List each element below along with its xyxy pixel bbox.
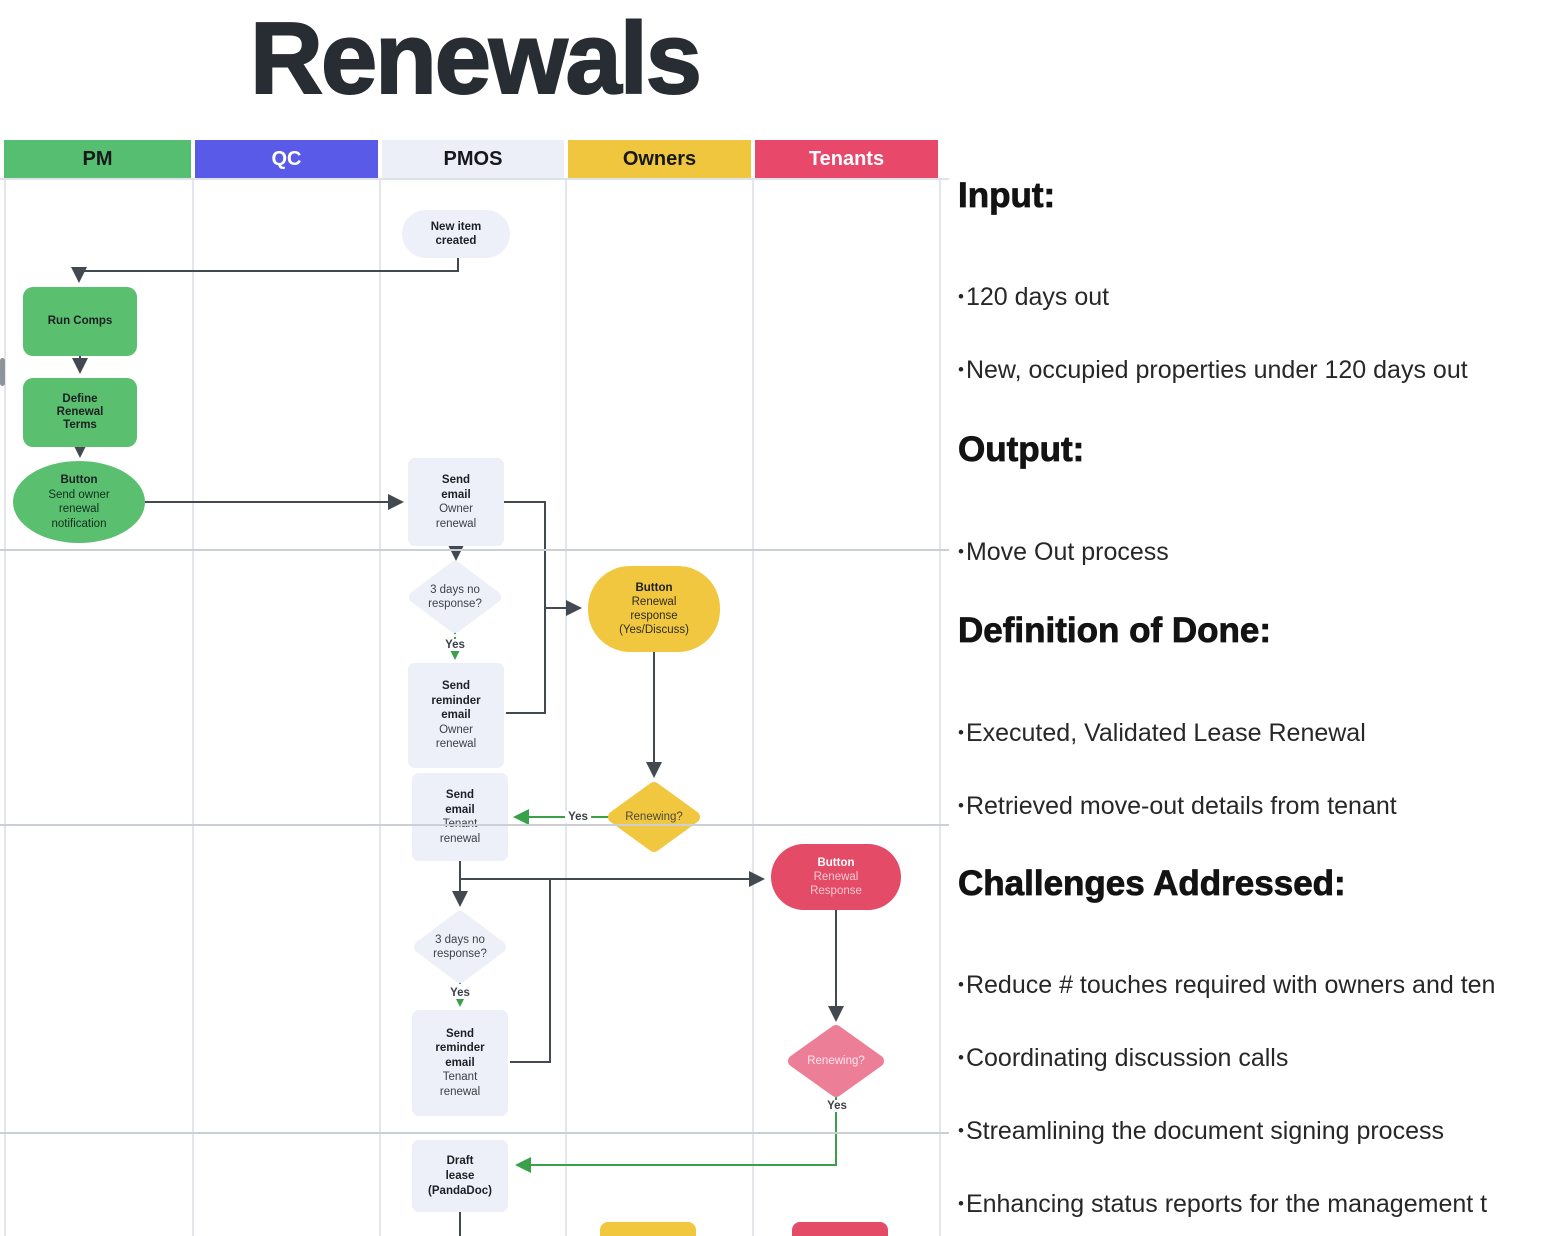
node-new-item-created[interactable]: New item created (402, 210, 510, 258)
lane-border (752, 178, 754, 1236)
connector (504, 501, 546, 714)
decision-label: 3 days no response? (428, 584, 482, 610)
edge-label-yes: Yes (824, 1100, 850, 1112)
lane-header-pmos[interactable]: PMOS (382, 140, 564, 178)
decision-no-response-tenant[interactable] (414, 911, 506, 983)
connector-yes (515, 1094, 837, 1173)
edge-label-yes: Yes (442, 639, 468, 651)
node-button-renewal-response-owner[interactable]: Button Renewal response (Yes/Discuss) (588, 566, 720, 652)
decision-label: 3 days no response? (433, 934, 487, 960)
lane-border (192, 178, 194, 1236)
connector (71, 258, 459, 283)
scrollbar-thumb[interactable] (0, 358, 5, 386)
edge-label-yes: Yes (565, 811, 591, 823)
decision-renewing-tenant[interactable] (788, 1025, 884, 1097)
node-send-reminder-email-owner-renewal[interactable]: Send reminder email Owner renewal (408, 663, 504, 768)
node-pandadoc-tenant[interactable]: PandaDoc (792, 1222, 888, 1236)
lane-header-pm[interactable]: PM (4, 140, 191, 178)
lane-header-tenants[interactable]: Tenants (755, 140, 938, 178)
edge-label-yes: Yes (447, 987, 473, 999)
node-draft-lease-pandadoc[interactable]: Draft lease (PandaDoc) (412, 1140, 508, 1212)
lane-header-qc[interactable]: QC (195, 140, 378, 178)
lane-header-owners[interactable]: Owners (568, 140, 751, 178)
decision-label: Renewing? (807, 1055, 865, 1067)
node-pandadoc-owner[interactable]: PandaDoc (600, 1222, 696, 1236)
node-button-send-owner-renewal-notification[interactable]: Button Send owner renewal notification (13, 461, 145, 543)
decision-renewing-owner[interactable] (608, 782, 700, 852)
node-define-renewal-terms[interactable]: Define Renewal Terms (23, 378, 137, 447)
node-send-email-tenant-renewal[interactable]: Send email Tenant renewal (412, 773, 508, 861)
lane-border (379, 178, 381, 1236)
node-button-renewal-response-tenant[interactable]: Button Renewal Response (771, 844, 901, 910)
lane-border (565, 178, 567, 1236)
row-divider (0, 1132, 949, 1134)
lane-border (4, 178, 6, 1236)
page-title: Renewals (249, 2, 703, 116)
connector (510, 880, 551, 1063)
node-send-email-owner-renewal[interactable]: Send email Owner renewal (408, 458, 504, 546)
row-divider (0, 549, 949, 551)
row-divider (0, 824, 949, 826)
lane-border (939, 178, 941, 1236)
row-divider (0, 178, 949, 180)
decision-no-response-owner[interactable] (409, 561, 501, 633)
decision-label: Renewing? (625, 811, 683, 823)
node-send-reminder-email-tenant-renewal[interactable]: Send reminder email Tenant renewal (412, 1010, 508, 1116)
node-run-comps[interactable]: Run Comps (23, 287, 137, 356)
